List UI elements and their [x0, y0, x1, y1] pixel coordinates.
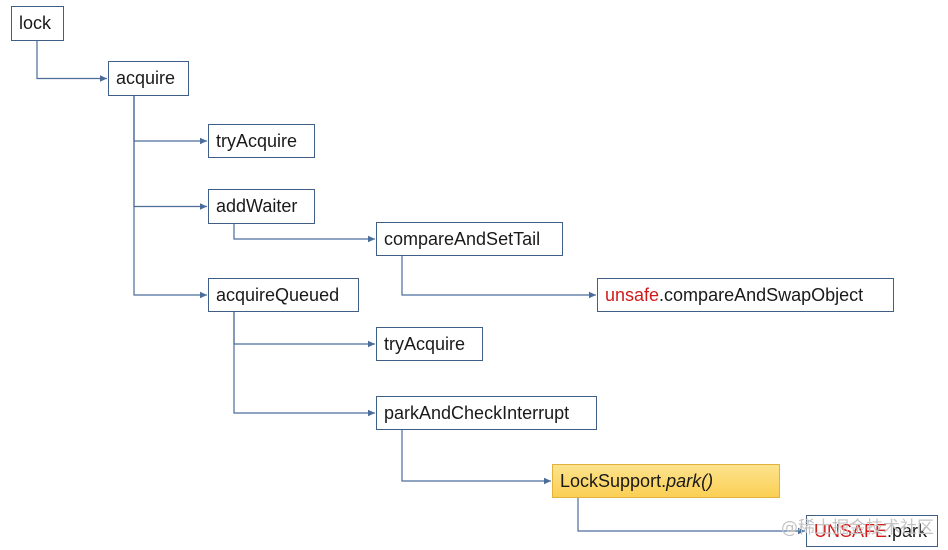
node-unsafe-upper-prefix: UNSAFE	[814, 520, 888, 541]
node-unsafe-compare-and-swap-object: unsafe.compareAndSwapObject	[597, 278, 894, 312]
watermark: @稀土掘金技术社区	[781, 518, 934, 538]
node-try-acquire-first-label: tryAcquire	[216, 130, 298, 151]
node-unsafe-park-label: .park	[887, 520, 928, 541]
connector-add_waiter-to-compare_and_set_tail	[233, 224, 375, 243]
node-lock-support-park: LockSupport.park()	[552, 464, 780, 498]
node-park-method-label: park()	[666, 470, 714, 491]
node-acquire-queued: acquireQueued	[208, 278, 359, 312]
node-compare-and-set-tail: compareAndSetTail	[376, 222, 563, 256]
node-lock-label: lock	[19, 13, 52, 33]
node-park-and-check-interrupt: parkAndCheckInterrupt	[376, 396, 597, 430]
connector-compare_and_set_tail-to-unsafe_cas	[401, 256, 596, 299]
connector-acquire_queued-to-try_acquire_2	[233, 312, 375, 348]
connector-acquire_queued-to-park_and_check_interrupt	[233, 312, 375, 417]
connector-acquire-to-acquire_queued	[133, 96, 207, 299]
node-lock: lock	[11, 6, 64, 41]
node-add-waiter: addWaiter	[208, 189, 315, 224]
node-park-and-check-interrupt-label: parkAndCheckInterrupt	[384, 402, 570, 423]
node-add-waiter-label: addWaiter	[216, 196, 298, 216]
connector-park_and_check_interrupt-to-lock_support_park	[401, 430, 551, 485]
node-lock-support-prefix: LockSupport.	[560, 470, 667, 491]
connector-lock-to-acquire	[36, 41, 107, 82]
node-try-acquire-second: tryAcquire	[376, 327, 483, 361]
node-unsafe-prefix: unsafe	[605, 284, 660, 305]
node-acquire-queued-label: acquireQueued	[216, 284, 340, 305]
node-acquire-label: acquire	[116, 68, 176, 88]
connector-acquire-to-add_waiter	[133, 96, 207, 210]
node-compare-and-swap-object-label: .compareAndSwapObject	[659, 284, 864, 305]
connector-acquire-to-try_acquire_1	[133, 96, 207, 145]
node-try-acquire-first: tryAcquire	[208, 124, 315, 158]
connector-lock_support_park-to-unsafe_park	[577, 498, 805, 535]
node-try-acquire-second-label: tryAcquire	[384, 333, 466, 354]
node-acquire: acquire	[108, 61, 189, 96]
node-unsafe-park: UNSAFE.park	[806, 515, 938, 547]
node-compare-and-set-tail-label: compareAndSetTail	[384, 228, 541, 249]
